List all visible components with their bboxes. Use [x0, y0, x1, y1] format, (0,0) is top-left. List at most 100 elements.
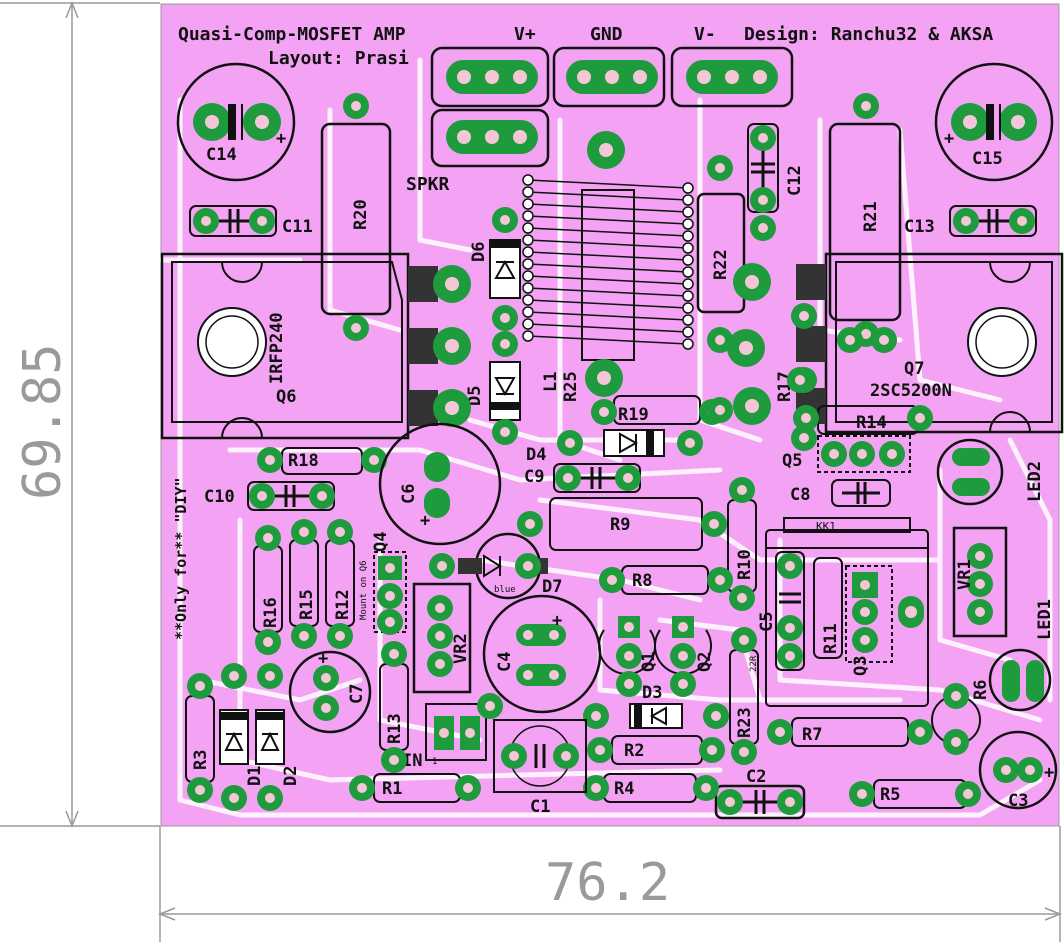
label-r11: R11: [821, 623, 841, 654]
svg-text:+: +: [944, 129, 954, 149]
diode-d6: [489, 207, 521, 331]
capacitor-c11: [189, 205, 277, 237]
led-led2: [936, 438, 1004, 506]
diode-d2: [255, 663, 285, 811]
led-blue: [429, 532, 548, 600]
terminal-blocks: [430, 46, 794, 168]
diode-d3: [583, 703, 729, 729]
capacitor-c8: [831, 479, 891, 507]
transistor-q6: [160, 252, 471, 440]
capacitor-c7: +: [288, 649, 372, 734]
led-led1: [988, 648, 1052, 712]
resistor-r19: [591, 395, 725, 425]
label-c11: C11: [282, 217, 313, 237]
capacitor-c12: [747, 123, 779, 241]
label-c15: C15: [972, 149, 1003, 169]
label-q6: Q6: [276, 387, 296, 407]
svg-text:+: +: [420, 511, 430, 531]
resistor-r22: [696, 155, 746, 353]
capacitor-c1: [493, 719, 587, 793]
label-q7: Q7: [904, 359, 924, 379]
capacitor-c13: [949, 205, 1037, 237]
label-c1: C1: [530, 797, 550, 817]
label-r22: R22: [711, 249, 731, 280]
resistor-r7: [767, 717, 933, 747]
mount-note: Mount on Q6: [359, 560, 369, 620]
capacitor-c5: [775, 551, 805, 671]
label-c3: C3: [1008, 791, 1028, 811]
label-c12: C12: [785, 165, 805, 196]
label-c9: C9: [524, 467, 544, 487]
label-2sc5200n: 2SC5200N: [870, 381, 952, 401]
label-r1: R1: [382, 779, 402, 799]
transistor-q2: [654, 616, 712, 697]
capacitor-c3: +: [978, 730, 1058, 810]
label-c14: C14: [206, 145, 237, 165]
design-credit: Design: Ranchu32 & AKSA: [744, 24, 993, 45]
capacitor-c9: [553, 463, 641, 493]
label-q2: Q2: [695, 652, 715, 672]
diode-d1: [219, 663, 249, 811]
label-c8: C8: [790, 485, 810, 505]
label-led2: LED2: [1025, 461, 1045, 502]
label-r25: R25: [561, 371, 581, 402]
resistor-r12: [325, 519, 355, 649]
gnd-label: GND: [590, 24, 623, 45]
label-q4: Q4: [371, 532, 391, 552]
vplus-label: V+: [514, 24, 536, 45]
resistor-r14: [793, 405, 933, 435]
diy-note: **Only for** "DIY": [172, 477, 190, 640]
label-blue: blue: [494, 585, 516, 595]
vminus-label: V-: [694, 24, 716, 45]
resistor-r13: [379, 641, 409, 773]
svg-text:+: +: [318, 649, 328, 669]
label-22r: 22R: [749, 655, 759, 672]
label-c2: C2: [746, 767, 766, 787]
label-c10: C10: [204, 487, 235, 507]
resistor-r11: [813, 557, 843, 659]
label-r4: R4: [614, 779, 634, 799]
label-r6: R6: [971, 680, 991, 700]
label-pin1: 1: [432, 757, 437, 767]
label-d7: D7: [542, 577, 562, 597]
label-r3: R3: [191, 750, 211, 770]
label-r21: R21: [861, 201, 881, 232]
label-d5: D5: [465, 386, 485, 406]
svg-text:+: +: [1044, 763, 1054, 783]
label-c5: C5: [757, 612, 777, 632]
trimmer-vr2: [412, 582, 472, 694]
resistor-r20: [320, 93, 392, 341]
resistor-r3: [185, 673, 215, 803]
label-d4: D4: [526, 445, 546, 465]
resistor-r4: [583, 773, 719, 803]
transistor-q5: [817, 435, 911, 473]
label-l1: L1: [541, 372, 561, 392]
layout-credit: Layout: Prasi: [268, 48, 409, 69]
diode-d5: [489, 331, 521, 445]
label-r2: R2: [624, 741, 644, 761]
label-q1: Q1: [639, 652, 659, 672]
resistor-r6: [931, 683, 981, 755]
diode-d4: [557, 429, 703, 457]
label-r13: R13: [385, 713, 405, 744]
resistor-r10: [727, 477, 757, 611]
label-r18: R18: [288, 451, 319, 471]
label-d2: D2: [281, 766, 301, 786]
resistor-r23: [729, 627, 759, 765]
label-c4: C4: [495, 652, 515, 672]
label-r8: R8: [632, 571, 652, 591]
label-r14: R14: [856, 413, 887, 433]
input-connector: [425, 693, 503, 761]
inductor-l1-pins: [522, 174, 694, 350]
label-r5: R5: [880, 785, 900, 805]
resistor-r5: [849, 779, 981, 809]
label-r10: R10: [735, 549, 755, 580]
width-dimension: 76.2: [545, 853, 670, 913]
resistor-r8: [599, 565, 733, 595]
transistor-q3: [845, 565, 924, 663]
label-q3: Q3: [851, 656, 871, 676]
heatsink-kk1: [765, 517, 929, 707]
